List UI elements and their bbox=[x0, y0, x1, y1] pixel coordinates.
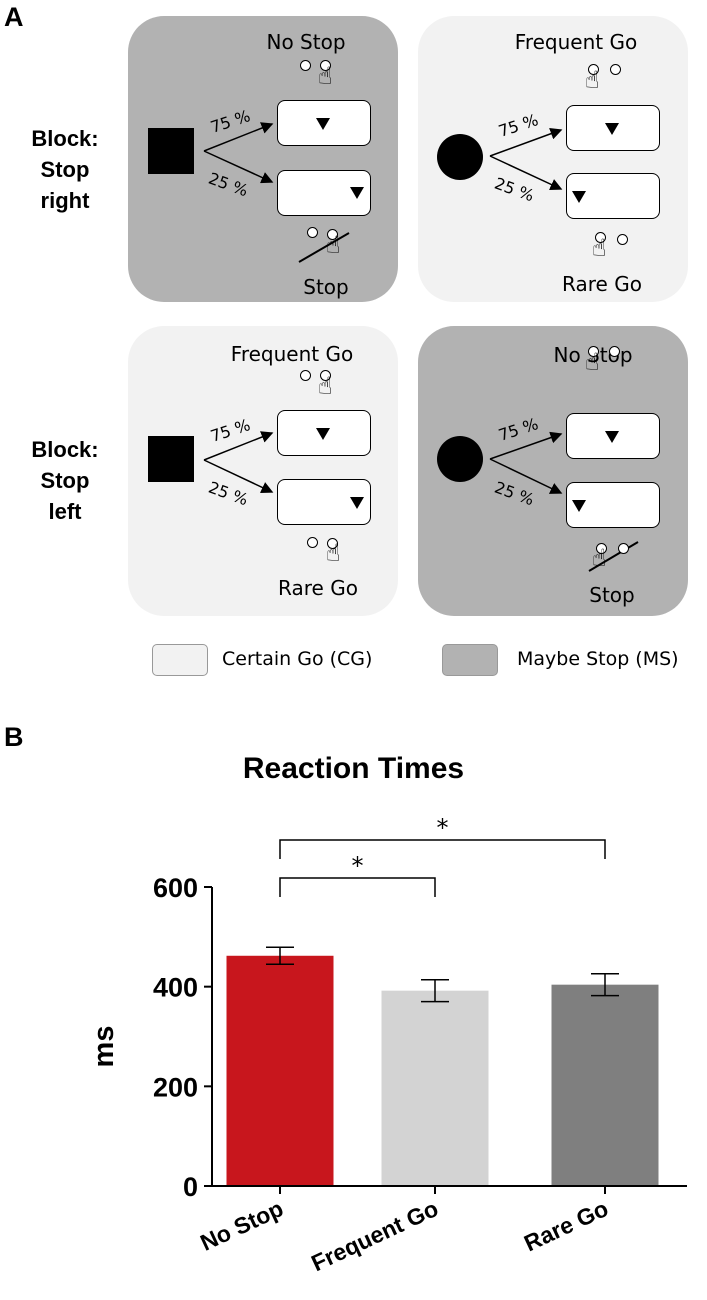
response-button-icon bbox=[588, 64, 599, 75]
y-tick-label-0: 0 bbox=[183, 1172, 198, 1202]
down-triangle-icon bbox=[605, 431, 619, 443]
response-button-icon bbox=[300, 60, 311, 71]
block-label-line: Block: bbox=[31, 126, 99, 151]
arrow-icon bbox=[203, 122, 274, 152]
chart-title: Reaction Times bbox=[242, 752, 465, 785]
response-button-icon bbox=[609, 346, 620, 357]
arrow-icon bbox=[489, 431, 563, 460]
down-triangle-icon bbox=[316, 428, 330, 440]
down-triangle-icon bbox=[350, 497, 364, 509]
pointing-hand-icon: ☝ bbox=[585, 348, 600, 376]
response-button-icon bbox=[595, 232, 606, 243]
cross-out-line-icon bbox=[298, 232, 350, 263]
y-tick-label-600: 600 bbox=[153, 873, 198, 903]
legend-label-maybe-stop: Maybe Stop (MS) bbox=[517, 648, 679, 670]
arrows-overlay bbox=[203, 122, 639, 572]
block-label-line: right bbox=[40, 188, 90, 213]
cross-out-line-icon bbox=[588, 541, 639, 572]
condition-label-frequent-go: Frequent Go bbox=[230, 342, 354, 366]
response-button-icon bbox=[610, 64, 621, 75]
panel-a-letter: A bbox=[4, 2, 24, 32]
arrow-icon bbox=[203, 459, 274, 493]
condition-label-rare-go: Rare Go bbox=[562, 272, 642, 296]
y-tick-label-200: 200 bbox=[153, 1072, 198, 1102]
panel-b-letter: B bbox=[4, 722, 24, 752]
response-button-icon bbox=[327, 538, 338, 549]
bar-2 bbox=[551, 984, 659, 1186]
significance-star-0: * bbox=[352, 852, 364, 880]
y-tick-label-400: 400 bbox=[153, 973, 198, 1003]
pointing-hand-icon: ☝ bbox=[326, 539, 341, 567]
response-button-icon bbox=[617, 234, 628, 245]
condition-label-stop: Stop bbox=[303, 275, 349, 299]
down-triangle-icon bbox=[316, 118, 330, 130]
y-axis-label: ms bbox=[88, 1026, 120, 1068]
pointing-hand-icon: ☝ bbox=[592, 234, 607, 262]
response-button-icon bbox=[307, 227, 318, 238]
down-triangle-icon bbox=[572, 191, 586, 203]
response-button-icon bbox=[327, 229, 338, 240]
condition-label-frequent-go: Frequent Go bbox=[514, 30, 638, 54]
legend-swatch-certain-go bbox=[152, 644, 208, 676]
block-label-line: Stop bbox=[40, 468, 90, 493]
bar-0 bbox=[226, 955, 334, 1186]
block-label-stop-right: Block: Stop right bbox=[10, 123, 120, 216]
response-button-icon bbox=[618, 543, 629, 554]
stimulus-box bbox=[277, 410, 371, 456]
x-tick-label-1: Frequent Go bbox=[307, 1195, 442, 1276]
condition-label-stop: Stop bbox=[589, 583, 635, 607]
response-button-icon bbox=[596, 543, 607, 554]
down-triangle-icon bbox=[572, 500, 586, 512]
arrow-icon bbox=[203, 150, 274, 184]
arrow-icon bbox=[489, 127, 563, 157]
square-cue-icon bbox=[148, 128, 194, 174]
response-button-icon bbox=[300, 370, 311, 381]
arrow-icon bbox=[489, 458, 563, 494]
legend-swatch-maybe-stop bbox=[442, 644, 498, 676]
pointing-hand-icon: ☝ bbox=[585, 66, 600, 94]
square-cue-icon bbox=[148, 436, 194, 482]
down-triangle-icon bbox=[605, 123, 619, 135]
block-label-line: Block: bbox=[31, 437, 99, 462]
block-label-line: left bbox=[48, 499, 82, 524]
x-tick-label-2: Rare Go bbox=[520, 1195, 612, 1256]
block-label-stop-left: Block: Stop left bbox=[10, 434, 120, 527]
response-button-icon bbox=[320, 370, 331, 381]
pointing-hand-icon: ☝ bbox=[318, 62, 333, 90]
response-button-icon bbox=[307, 537, 318, 548]
arrow-icon bbox=[489, 155, 563, 191]
bar-1 bbox=[381, 990, 489, 1186]
significance-star-1: * bbox=[437, 814, 449, 842]
block-label-line: Stop bbox=[40, 157, 90, 182]
condition-label-rare-go: Rare Go bbox=[278, 576, 358, 600]
pointing-hand-icon: ☝ bbox=[326, 231, 341, 259]
circle-cue-icon bbox=[437, 134, 483, 180]
significance-bracket-1 bbox=[279, 839, 606, 859]
down-triangle-icon bbox=[350, 187, 364, 199]
reaction-times-chart: 0 200 400 600 No Stop Frequent Go Rare Go ms * * bbox=[88, 814, 687, 1276]
condition-label-no-stop: No Stop bbox=[266, 30, 346, 54]
pointing-hand-icon: ☝ bbox=[592, 544, 607, 572]
pointing-hand-icon: ☝ bbox=[318, 372, 333, 400]
significance-bracket-0 bbox=[279, 877, 436, 897]
circle-cue-icon bbox=[437, 436, 483, 482]
response-button-icon bbox=[588, 346, 599, 357]
response-button-icon bbox=[320, 60, 331, 71]
arrow-icon bbox=[203, 431, 274, 461]
legend-label-certain-go: Certain Go (CG) bbox=[222, 648, 373, 670]
x-tick-label-0: No Stop bbox=[196, 1195, 287, 1256]
